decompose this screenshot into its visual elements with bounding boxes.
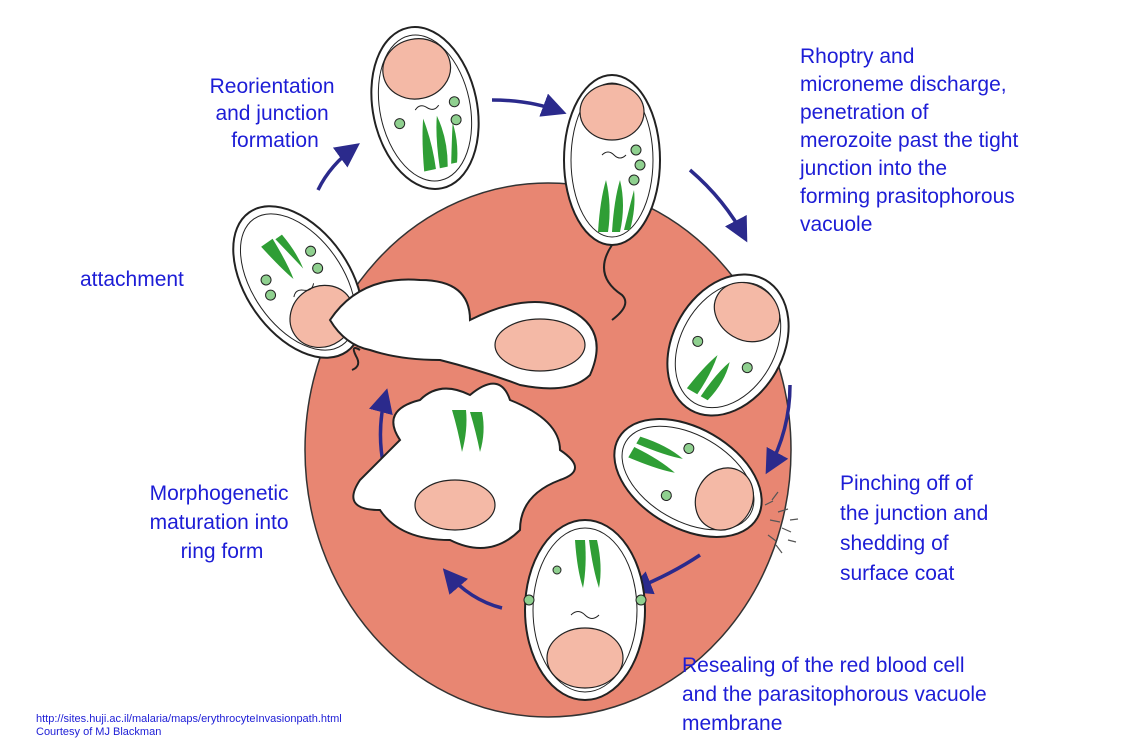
label-attachment: attachment — [80, 268, 184, 291]
label-reorientation: Reorientation and junction formation — [210, 75, 341, 152]
source-link[interactable]: http://sites.huji.ac.il/malaria/maps/ery… — [36, 713, 342, 726]
merozoite-reorientation — [357, 17, 493, 199]
credit: http://sites.huji.ac.il/malaria/maps/ery… — [36, 713, 342, 739]
arrow-reorient-to-discharge — [492, 100, 562, 112]
label-resealing: Resealing of the red blood cell and the … — [682, 654, 993, 735]
label-rhoptry: Rhoptry and microneme discharge, penetra… — [799, 45, 1024, 236]
courtesy-text: Courtesy of MJ Blackman — [36, 726, 342, 739]
label-morphogenetic: Morphogenetic maturation into ring form — [150, 482, 295, 563]
arrow-attach-to-reorient — [318, 146, 356, 190]
label-pinching: Pinching off of the junction and sheddin… — [840, 472, 994, 585]
arrow-discharge-to-vacuole — [690, 170, 745, 238]
merozoite-resealing — [524, 520, 646, 700]
